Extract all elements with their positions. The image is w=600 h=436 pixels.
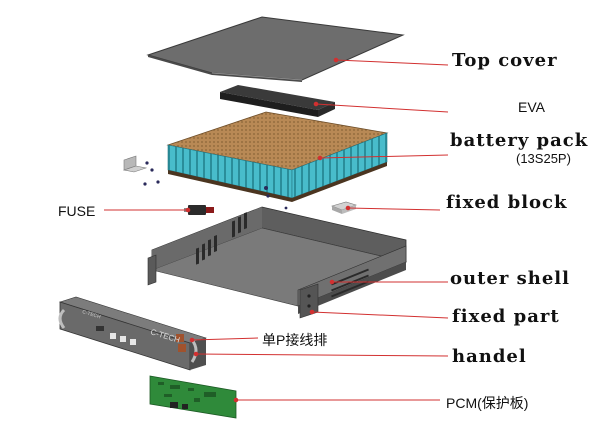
outer-shell-chassis [147,206,407,319]
screws [143,161,288,210]
label-pcm: PCM(保护板) [446,395,529,411]
label-outer-shell: outer shell [450,268,570,289]
label-fixed-block: fixed block [446,192,568,213]
pcm-board [149,375,237,419]
eva-foam-strip [220,85,335,117]
fixed-block-left [122,155,148,173]
front-panel: C-TECH C-TECH [58,296,208,371]
label-fixed-part: fixed part [452,306,560,327]
label-battery-pack-spec: (13S25P) [516,151,571,166]
label-eva: EVA [518,99,545,115]
label-single-p-terminal: 单P接线排 [262,332,328,348]
label-top-cover: Top cover [452,50,558,71]
top-cover-plate [146,16,405,82]
front-panel-logo-small: C-TECH [81,309,101,320]
battery-pack-block [166,111,389,202]
leader-lines [104,57,449,403]
label-fuse: FUSE [58,203,96,219]
label-handel: handel [452,346,527,367]
fixed-block-right [331,201,357,214]
label-battery-pack: battery pack [450,130,589,151]
